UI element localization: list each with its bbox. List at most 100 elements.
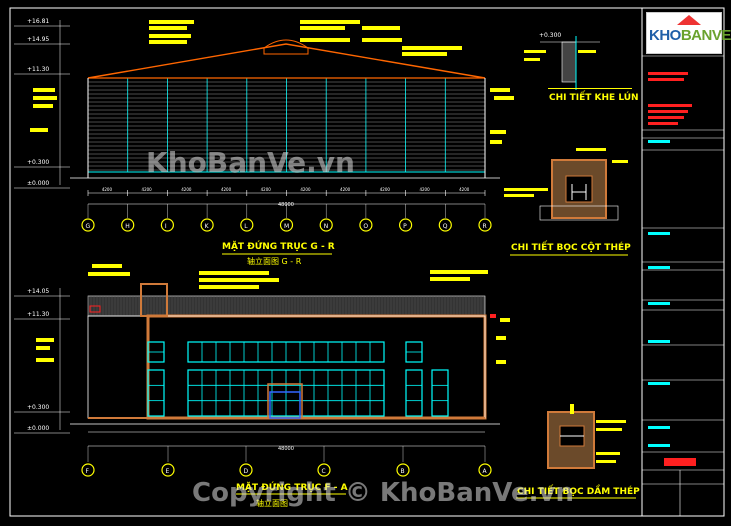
annotation-block [33, 96, 57, 100]
annotation-block [300, 20, 360, 24]
axis-circle [319, 218, 333, 232]
axis-circle [279, 218, 294, 232]
axis-circle [438, 218, 452, 232]
axis-label: L [244, 223, 248, 230]
dimension-text: 4200 [181, 187, 192, 192]
annotation-block [402, 46, 462, 50]
level-label: ±0.000 [27, 425, 50, 432]
window-right2-lower [431, 369, 449, 417]
annotation-block [524, 50, 546, 53]
level-label: +14.05 [27, 288, 50, 295]
annotation-block [36, 346, 50, 350]
logo: KHOBANVE [646, 12, 731, 54]
dimension-text: 4200 [340, 187, 351, 192]
bottom-elevation-title: MẶT ĐỨNG TRỤC F - A [236, 483, 348, 493]
annotation-block [36, 358, 54, 362]
axis-circle [161, 463, 175, 477]
ridge-vent [263, 39, 309, 55]
dimension-text: 4200 [142, 187, 153, 192]
logo-text: KHOBANVE [649, 27, 731, 44]
roof-outline [87, 43, 486, 79]
title-block-mark [648, 444, 670, 447]
title-block-mark [648, 340, 670, 343]
axis-label: M [284, 223, 289, 230]
annotation-block [496, 336, 506, 340]
title-block-note [648, 122, 678, 125]
dimension-text: 4200 [459, 187, 470, 192]
roof-drain [89, 305, 101, 313]
annotation-block [524, 58, 540, 61]
annotation-block [504, 194, 534, 197]
axis-label: F [86, 468, 90, 475]
axis-label: E [166, 468, 170, 475]
annotation-block [612, 160, 628, 163]
annotation-block [88, 272, 130, 276]
top-total-dimension: 48000 [278, 202, 294, 208]
title-block-note [648, 104, 692, 107]
watermark-bottom: Copyright © KhoBanVe.vn [192, 478, 574, 508]
annotation-block [300, 38, 350, 42]
dimension-text: 4200 [261, 187, 272, 192]
annotation-block [496, 360, 506, 364]
annotation-block [362, 26, 400, 30]
annotation-block [596, 428, 622, 431]
axis-label: G [86, 223, 91, 230]
sheet-border [9, 7, 725, 517]
axis-circle [160, 218, 174, 232]
axis-label: D [244, 468, 249, 475]
annotation-block [36, 338, 54, 342]
annotation-block [596, 452, 620, 455]
annotation-block [300, 26, 345, 30]
axis-label: A [483, 468, 488, 475]
logo-house-icon [677, 15, 701, 25]
annotation-block [430, 277, 470, 281]
axis-circle [121, 218, 135, 232]
stair-tower [140, 283, 168, 317]
dimension-text: 4200 [221, 187, 232, 192]
axis-label: I [165, 223, 167, 230]
annotation-block [362, 38, 402, 42]
annotation-block [149, 40, 187, 44]
level-label: +0.300 [27, 159, 50, 166]
axis-label: N [324, 223, 329, 230]
axis-label: H [125, 223, 130, 230]
axis-label: C [322, 468, 326, 475]
axis-circle [317, 463, 331, 477]
bottom-elevation-subtitle: 轴立面图 [256, 499, 288, 508]
annotation-block [596, 420, 626, 423]
annotation-block [494, 96, 514, 100]
level-label: +11.30 [27, 311, 50, 318]
axis-circle [81, 218, 95, 232]
annotation-block [402, 52, 447, 56]
detail-khe-lun-wall [561, 41, 577, 83]
level-label: +14.95 [27, 36, 50, 43]
title-block-note [648, 116, 684, 119]
axis-circle [239, 463, 253, 477]
axis-circle [478, 463, 492, 477]
level-label: +0.300 [27, 404, 50, 411]
roof-drain [490, 314, 496, 318]
level-label: ±0.000 [27, 180, 50, 187]
title-block-mark [648, 302, 670, 305]
annotation-block [490, 130, 506, 134]
level-label: +11.30 [27, 66, 50, 73]
axis-circle [396, 463, 410, 477]
entrance-door [269, 391, 301, 419]
axis-circle [399, 218, 413, 232]
title-block-mark [648, 266, 670, 269]
axis-circle [359, 218, 373, 232]
axis-circle [81, 463, 95, 477]
title-block-note [648, 78, 684, 81]
title-block-mark [648, 382, 670, 385]
annotation-block [199, 285, 259, 289]
detail-khe-lun-title: CHI TIẾT KHE LÚN [549, 93, 639, 103]
title-block-note [648, 72, 688, 75]
axis-label: R [483, 223, 487, 230]
annotation-block [149, 20, 194, 24]
axis-label: K [205, 223, 210, 230]
dimension-text: 4200 [300, 187, 311, 192]
annotation-block [33, 88, 55, 92]
annotation-block [199, 271, 269, 275]
